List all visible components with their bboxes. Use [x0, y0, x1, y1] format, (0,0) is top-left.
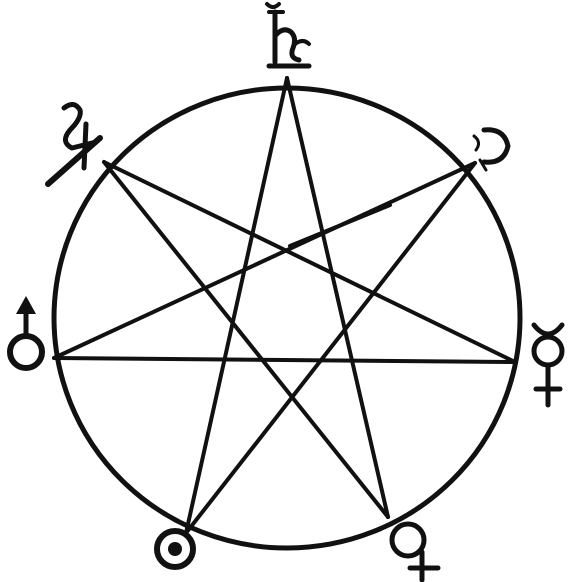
venus-symbol-icon	[389, 521, 441, 582]
star-line-mercury-mars	[52, 356, 517, 364]
star-line-jupiter-mercury	[102, 160, 517, 364]
heptagram-star	[52, 76, 517, 535]
star-line-venus-jupiter	[102, 160, 390, 519]
star-line-saturn-venus	[285, 76, 390, 519]
sun-symbol-icon	[154, 528, 196, 570]
mars-symbol-icon	[7, 296, 45, 371]
star-line-mars-moon	[52, 161, 477, 360]
saturn-symbol-icon	[265, 2, 312, 69]
stray-stroke	[288, 203, 392, 248]
outer-circle	[51, 85, 523, 551]
mercury-symbol-icon	[531, 322, 565, 408]
star-line-moon-sun	[184, 161, 477, 535]
jupiter-symbol-icon	[45, 102, 103, 187]
star-line-sun-saturn	[184, 76, 289, 535]
moon-symbol-icon	[472, 127, 511, 172]
